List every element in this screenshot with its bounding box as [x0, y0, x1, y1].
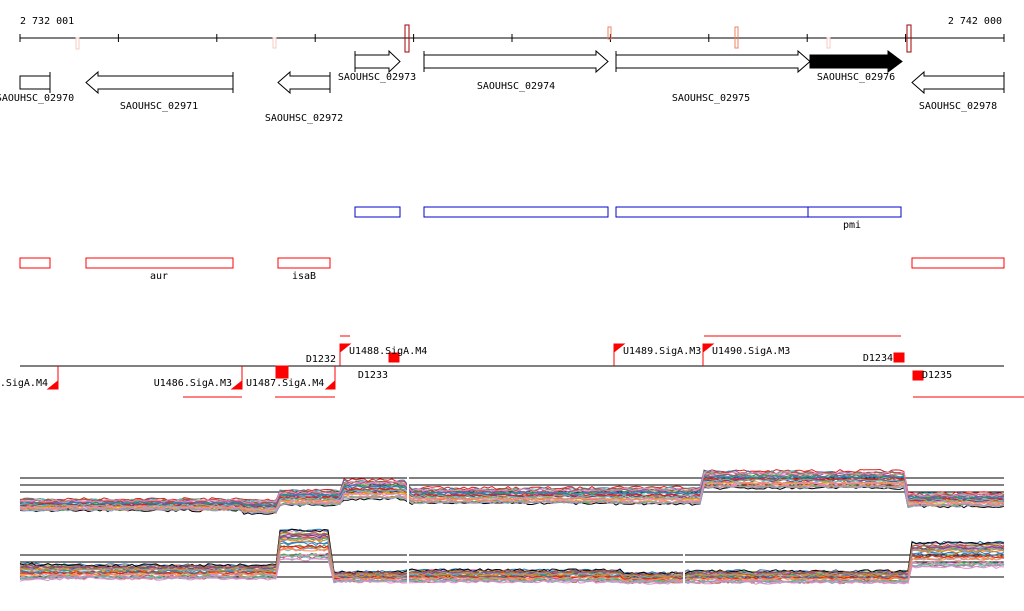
terminator-icon[interactable] — [893, 352, 905, 363]
gene-label: SAOUHSC_02978 — [919, 101, 997, 112]
gene-label: SAOUHSC_02970 — [0, 93, 74, 104]
annotation-label: isaB — [292, 271, 316, 282]
operon-feature[interactable] — [423, 206, 609, 218]
gene-SAOUHSC_02970[interactable]: SAOUHSC_02970 — [0, 72, 74, 104]
promoter-label: U1489.SigA.M3 — [623, 346, 701, 357]
expression-trace — [19, 531, 1005, 577]
coordinate-ruler: 2 732 001 2 742 000 — [19, 16, 1005, 53]
operon-feature[interactable] — [354, 206, 401, 218]
terminator-icon[interactable] — [275, 365, 289, 379]
promoter-flag-icon[interactable] — [324, 379, 336, 390]
promoter-label: U1486.SigA.M3 — [154, 378, 232, 389]
promoter-label: U1490.SigA.M3 — [712, 346, 790, 357]
expression-trace — [19, 485, 1005, 515]
ruler-end-label: 2 742 000 — [948, 16, 1002, 27]
annotation-feature[interactable] — [911, 257, 1005, 269]
annotation-track: aur isaB — [19, 257, 1005, 282]
gene-SAOUHSC_02973[interactable]: SAOUHSC_02973 — [338, 49, 416, 83]
operon-label: pmi — [843, 220, 861, 231]
promoter-flag-icon[interactable] — [702, 343, 715, 354]
expression-trace — [19, 538, 1005, 579]
snp-marker[interactable] — [734, 26, 739, 49]
expression-panel-2 — [19, 528, 1005, 602]
gene-label: SAOUHSC_02974 — [477, 81, 555, 92]
snp-marker[interactable] — [826, 37, 831, 49]
expression-trace — [19, 537, 1005, 579]
snp-marker[interactable] — [272, 37, 277, 49]
promoter-flag-icon[interactable] — [339, 343, 352, 354]
expression-trace — [19, 471, 1005, 504]
gene-label: SAOUHSC_02976 — [817, 72, 895, 83]
gene-label: SAOUHSC_02972 — [265, 113, 343, 124]
gene-SAOUHSC_02974[interactable]: SAOUHSC_02974 — [423, 49, 609, 92]
expression-trace — [19, 547, 1005, 582]
snp-marker[interactable] — [607, 26, 612, 40]
operon-feature[interactable] — [615, 206, 809, 218]
expression-panel-1 — [19, 465, 1005, 535]
expression-trace — [19, 481, 1005, 512]
terminator-label: D1234 — [863, 353, 893, 364]
annotation-feature[interactable] — [19, 257, 51, 269]
promoter-flag-icon[interactable] — [613, 343, 626, 354]
gene-SAOUHSC_02976[interactable]: SAOUHSC_02976 — [809, 50, 903, 83]
promoter-label: .SigA.M4 — [0, 378, 48, 389]
gene-label: SAOUHSC_02971 — [120, 101, 198, 112]
terminator-label: D1235 — [922, 370, 952, 381]
gene-track: SAOUHSC_02970 SAOUHSC_02971 SAOUHSC_0297… — [0, 49, 1005, 124]
annotation-label: aur — [150, 271, 168, 282]
annotation-feature[interactable] — [85, 257, 234, 269]
snp-marker[interactable] — [404, 24, 410, 53]
expression-trace — [19, 555, 1005, 585]
expression-trace — [19, 478, 1005, 510]
gene-SAOUHSC_02975[interactable]: SAOUHSC_02975 — [615, 49, 811, 104]
terminator-icon[interactable] — [912, 370, 924, 381]
terminator-icon[interactable] — [388, 352, 400, 363]
gene-SAOUHSC_02978[interactable]: SAOUHSC_02978 — [911, 70, 1005, 112]
snp-marker[interactable] — [906, 24, 912, 53]
promoter-label: U1488.SigA.M4 — [349, 346, 427, 357]
operon-feature[interactable] — [807, 206, 902, 218]
gene-label: SAOUHSC_02973 — [338, 72, 416, 83]
promoter-flag-icon[interactable] — [230, 379, 243, 390]
terminator-label: D1233 — [358, 370, 388, 381]
ruler-start-label: 2 732 001 — [20, 16, 74, 27]
expression-trace — [19, 557, 1005, 585]
gene-SAOUHSC_02971[interactable]: SAOUHSC_02971 — [85, 70, 234, 112]
operon-track: pmi — [354, 206, 902, 231]
gene-label: SAOUHSC_02975 — [672, 93, 750, 104]
promoter-flag-icon[interactable] — [46, 379, 59, 390]
promoter-label: U1487.SigA.M4 — [246, 378, 324, 389]
expression-trace — [19, 468, 1005, 502]
expression-trace — [19, 476, 1005, 509]
gene-SAOUHSC_02972[interactable]: SAOUHSC_02972 — [265, 70, 343, 124]
annotation-feature[interactable] — [277, 257, 331, 269]
promoter-track: .SigA.M4 U1486.SigA.M3 U1487.SigA.M4 U14… — [0, 335, 1024, 398]
terminator-label: D1232 — [306, 354, 336, 365]
snp-marker[interactable] — [75, 37, 80, 50]
